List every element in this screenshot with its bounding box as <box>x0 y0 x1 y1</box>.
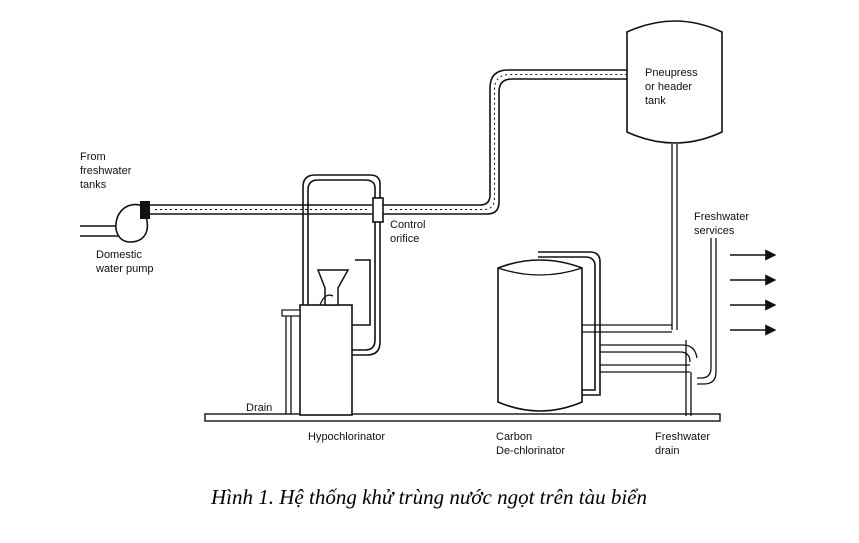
label-drain: Drain <box>246 402 272 414</box>
label-header-tank: Pneupress or header tank <box>645 67 701 107</box>
label-control-orifice: Control orifice <box>390 219 429 245</box>
header-tank <box>626 20 723 144</box>
label-from-tanks: From freshwater tanks <box>80 151 134 191</box>
hypochlorinator <box>281 259 371 416</box>
label-services: Freshwater services <box>694 211 752 237</box>
service-manifold <box>582 238 717 416</box>
label-pump: Domestic water pump <box>95 249 153 275</box>
label-freshwater-drain: Freshwater drain <box>655 431 713 457</box>
service-arrows <box>730 249 777 336</box>
hypochlorinator-loop <box>302 174 381 356</box>
carbon-dechlorinator <box>497 251 601 412</box>
main-supply-pipe <box>150 204 372 215</box>
floor-plate <box>204 413 721 422</box>
control-orifice <box>372 197 384 223</box>
domestic-water-pump <box>115 201 150 243</box>
figure-caption: Hình 1. Hệ thống khử trùng nước ngọt trê… <box>210 485 647 509</box>
label-hypochlorinator: Hypochlorinator <box>308 431 385 443</box>
label-dechlorinator: Carbon De-chlorinator <box>496 431 565 457</box>
riser-pipe <box>383 69 630 215</box>
